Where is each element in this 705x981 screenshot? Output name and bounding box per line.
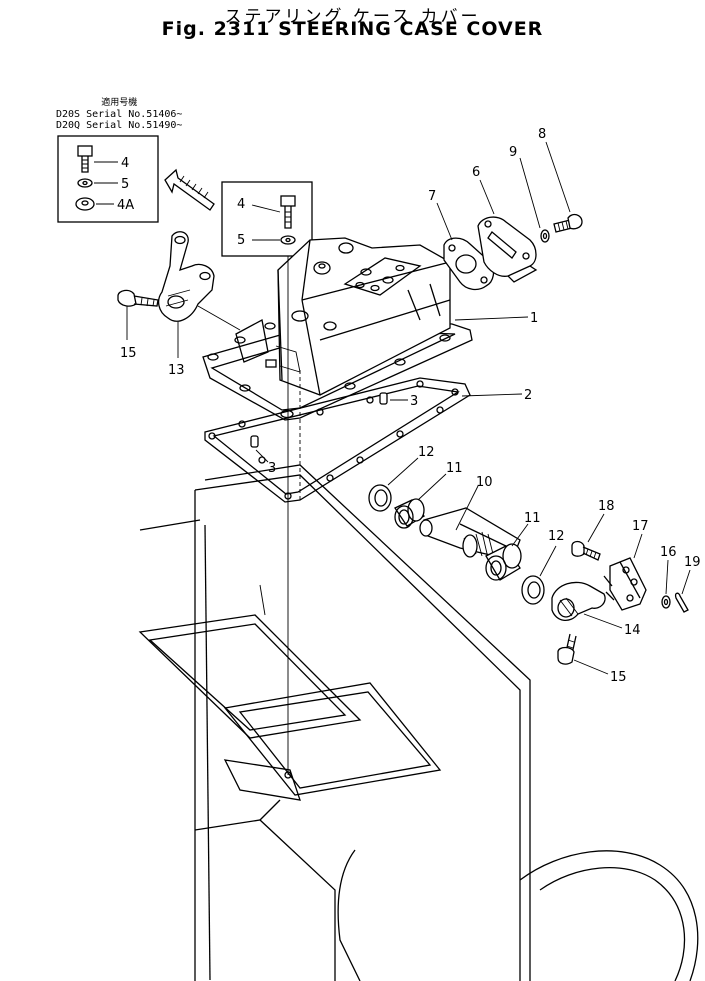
callout-10: 10 xyxy=(476,475,493,490)
callout-18: 16 xyxy=(660,545,677,560)
clevis-16 xyxy=(603,557,647,611)
steering-lever-13 xyxy=(157,231,215,322)
callout-7: 7 xyxy=(428,189,436,204)
bolt-icon xyxy=(77,145,93,157)
callout-4-center: 4 xyxy=(237,197,245,212)
callout-11-lower: 11 xyxy=(524,511,541,526)
washer-icon xyxy=(280,235,296,245)
callout-5-center: 5 xyxy=(237,233,245,248)
bolt-8 xyxy=(553,213,583,233)
dowel-pin-3-lower: 3 xyxy=(250,435,276,476)
figure-title: Fig. 2311 STEERING CASE COVER xyxy=(161,18,544,40)
lever-14 xyxy=(551,581,606,621)
callout-6: 6 xyxy=(472,165,480,180)
transmission-case-outline xyxy=(138,464,699,981)
serial-note-line-d20s: D20S Serial No.51406~ xyxy=(56,109,183,120)
cover-plate-6 xyxy=(477,216,538,283)
callout-8: 8 xyxy=(538,127,546,142)
callout-15-left: 15 xyxy=(120,346,137,361)
callout-4-left: 4 xyxy=(121,156,129,171)
callout-1: 1 xyxy=(530,311,538,326)
callout-12-lower: 12 xyxy=(548,529,565,544)
cotter-pin-19 xyxy=(674,592,689,613)
serial-note: 適用号機 D20S Serial No.51406~ D20Q Serial N… xyxy=(56,98,182,131)
serial-note-line-d20q: D20Q Serial No.51490~ xyxy=(56,120,183,131)
callout-15-right: 15 xyxy=(610,670,627,685)
figure-title-japanese: ステアリング ケース カバー xyxy=(224,7,481,27)
bearing-11-lower xyxy=(485,543,522,581)
callout-4a: 4A xyxy=(117,198,134,213)
steering-shaft-10 xyxy=(419,507,521,561)
seal-ring-12-lower xyxy=(521,575,545,605)
callout-5-left: 5 xyxy=(121,177,129,192)
callout-19: 19 xyxy=(684,555,701,570)
callout-12-upper: 12 xyxy=(418,445,435,460)
washer-18 xyxy=(661,595,671,609)
steering-case-cover-1 xyxy=(202,237,473,421)
washer-9 xyxy=(540,229,550,243)
bolt-icon xyxy=(280,195,296,207)
dowel-pin-3-upper: 3 xyxy=(379,392,418,409)
callout-3-upper: 3 xyxy=(410,394,418,409)
seal-ring-12-upper xyxy=(368,484,392,512)
inset-box-center: 4 5 xyxy=(221,181,313,257)
gasket-7 xyxy=(443,237,495,291)
callout-17: 18 xyxy=(598,499,615,514)
bolt-15-right xyxy=(557,633,577,665)
serial-note-header: 適用号機 xyxy=(101,98,138,108)
bolt-15-left: 15 xyxy=(117,289,159,361)
callout-9: 9 xyxy=(509,145,517,160)
callout-3-lower: 3 xyxy=(268,461,276,476)
callout-16: 17 xyxy=(632,519,649,534)
callout-11-upper: 11 xyxy=(446,461,463,476)
callout-2: 2 xyxy=(524,388,532,403)
reference-arrow xyxy=(164,168,215,211)
washer-icon xyxy=(77,178,93,188)
inset-box-left: 4 5 4A xyxy=(57,135,159,223)
bearing-11-upper xyxy=(394,498,425,529)
callout-13: 13 xyxy=(168,363,185,378)
callout-14: 14 xyxy=(624,623,641,638)
bolt-17 xyxy=(571,540,601,561)
spacer-icon xyxy=(75,197,95,211)
